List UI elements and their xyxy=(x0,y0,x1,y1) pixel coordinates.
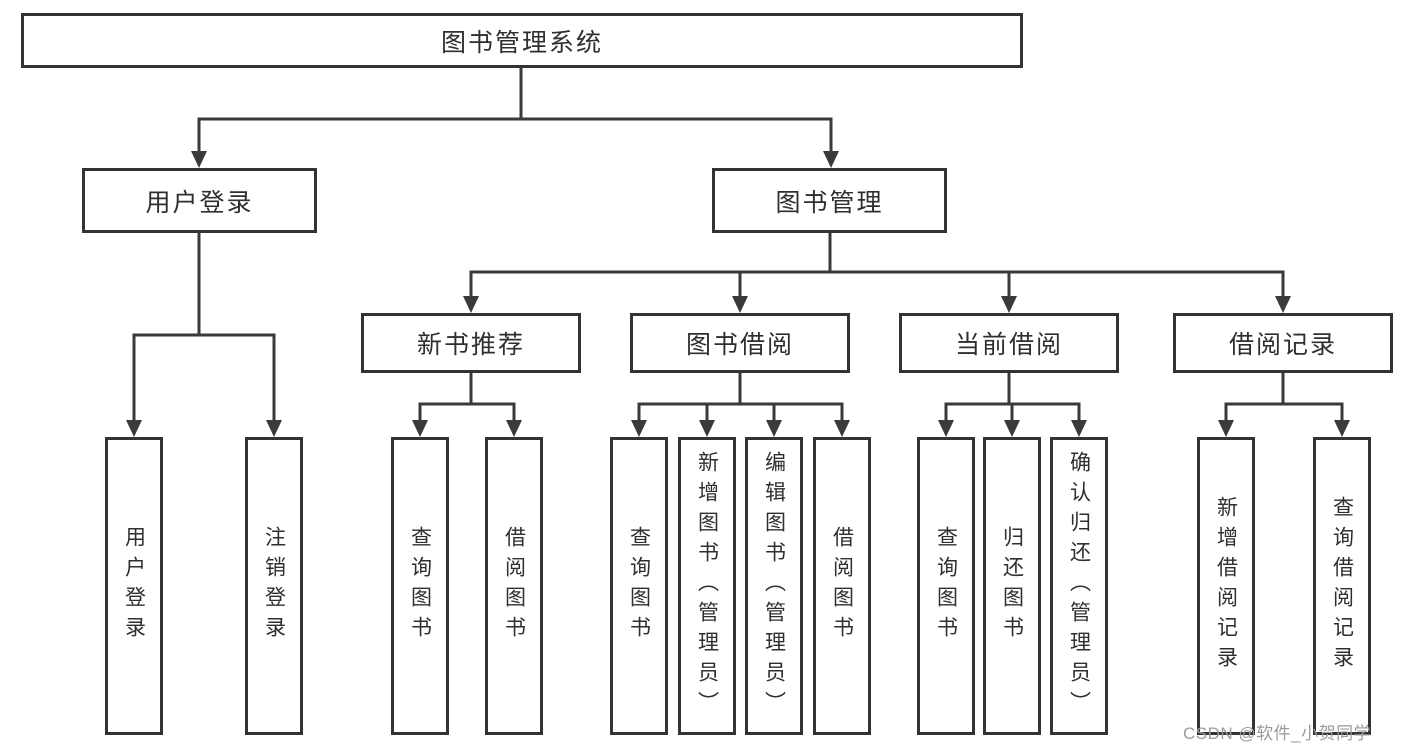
node-current-borrow-label: 当前借阅 xyxy=(954,331,1063,359)
leaf-current-borrow-query: 查询图书 xyxy=(917,437,975,735)
leaf-current-borrow-confirm-admin: 确认归还（管理员） xyxy=(1050,437,1108,735)
leaf-label: 查询图书 xyxy=(408,526,432,646)
arrowhead xyxy=(834,420,850,437)
node-borrow-record: 借阅记录 xyxy=(1173,313,1393,373)
arrowhead xyxy=(266,420,282,437)
arrowhead xyxy=(699,420,715,437)
leaf-book-borrow-borrow: 借阅图书 xyxy=(813,437,871,735)
arrowhead xyxy=(732,296,748,313)
arrowhead xyxy=(126,420,142,437)
node-book-borrow: 图书借阅 xyxy=(630,313,850,373)
leaf-new-book-rec-query: 查询图书 xyxy=(391,437,449,735)
arrowhead xyxy=(1218,420,1234,437)
leaf-label: 新增图书（管理员） xyxy=(695,451,719,721)
node-current-borrow: 当前借阅 xyxy=(899,313,1119,373)
csdn-watermark: CSDN @软件_小贺同学 xyxy=(1183,724,1372,743)
connector-book-mgmt-to-level3 xyxy=(469,231,1285,299)
arrowhead xyxy=(1071,420,1087,437)
node-root-system: 图书管理系统 xyxy=(21,13,1023,68)
leaf-label: 确认归还（管理员） xyxy=(1067,451,1091,721)
arrowhead xyxy=(506,420,522,437)
leaf-label: 查询借阅记录 xyxy=(1330,496,1354,676)
node-book-mgmt: 图书管理 xyxy=(712,168,947,233)
leaf-book-borrow-add-admin: 新增图书（管理员） xyxy=(678,437,736,735)
leaf-borrow-record-query: 查询借阅记录 xyxy=(1313,437,1371,735)
leaf-label: 编辑图书（管理员） xyxy=(762,451,786,721)
leaf-label: 新增借阅记录 xyxy=(1214,496,1238,676)
leaf-label: 注销登录 xyxy=(262,526,286,646)
node-new-book-rec: 新书推荐 xyxy=(361,313,581,373)
leaf-book-borrow-edit-admin: 编辑图书（管理员） xyxy=(745,437,803,735)
arrowhead xyxy=(766,420,782,437)
leaf-label: 查询图书 xyxy=(934,526,958,646)
leaf-new-book-rec-borrow: 借阅图书 xyxy=(485,437,543,735)
arrowhead xyxy=(191,151,207,168)
leaf-user-login-logout: 注销登录 xyxy=(245,437,303,735)
node-user-login-label: 用户登录 xyxy=(145,188,254,217)
leaf-label: 归还图书 xyxy=(1000,526,1024,646)
connector-root-to-level2 xyxy=(197,66,833,154)
arrowhead xyxy=(631,420,647,437)
node-new-book-rec-label: 新书推荐 xyxy=(416,331,525,359)
connector-borrow-record-to-leaves xyxy=(1224,371,1344,423)
node-root-system-label: 图书管理系统 xyxy=(440,28,603,57)
leaf-label: 用户登录 xyxy=(122,526,146,646)
arrowhead xyxy=(412,420,428,437)
node-book-mgmt-label: 图书管理 xyxy=(775,188,884,217)
connector-new-book-rec-to-leaves xyxy=(418,371,516,423)
arrowhead xyxy=(463,296,479,313)
arrowhead xyxy=(1275,296,1291,313)
connector-current-borrow-to-leaves xyxy=(944,371,1081,423)
leaf-user-login-login: 用户登录 xyxy=(105,437,163,735)
arrowhead xyxy=(1334,420,1350,437)
arrowhead xyxy=(938,420,954,437)
connector-book-borrow-to-leaves xyxy=(637,371,844,423)
leaf-label: 借阅图书 xyxy=(830,526,854,646)
node-user-login: 用户登录 xyxy=(82,168,317,233)
node-book-borrow-label: 图书借阅 xyxy=(685,331,794,359)
node-borrow-record-label: 借阅记录 xyxy=(1228,331,1337,359)
leaf-book-borrow-query: 查询图书 xyxy=(610,437,668,735)
connector-user-login-to-leaves xyxy=(132,231,276,423)
arrowhead xyxy=(1001,296,1017,313)
leaf-label: 查询图书 xyxy=(627,526,651,646)
arrowhead xyxy=(823,151,839,168)
leaf-current-borrow-return: 归还图书 xyxy=(983,437,1041,735)
arrowhead xyxy=(1004,420,1020,437)
leaf-borrow-record-add: 新增借阅记录 xyxy=(1197,437,1255,735)
leaf-label: 借阅图书 xyxy=(502,526,526,646)
